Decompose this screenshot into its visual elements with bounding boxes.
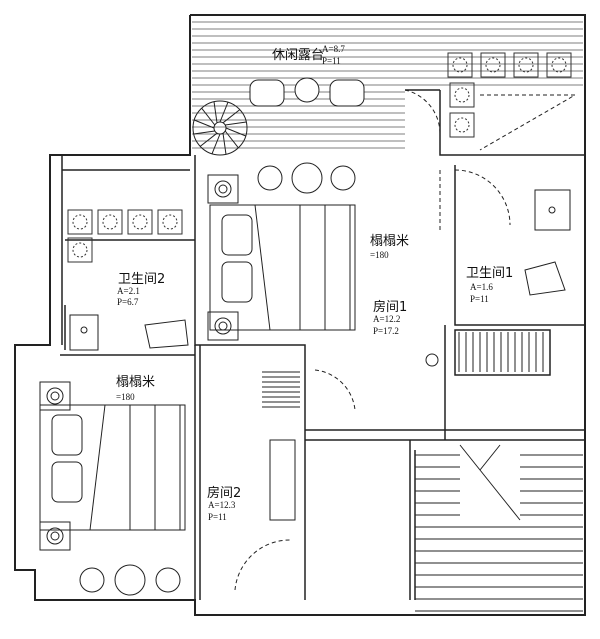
- terrace-label: 休闲露台: [272, 48, 325, 63]
- door-swings: [194, 89, 577, 600]
- planter-box: [480, 52, 506, 78]
- terrace-perimeter: P=11: [322, 56, 341, 66]
- bath1-label: 卫生间1: [466, 266, 514, 281]
- staircase: [415, 454, 583, 612]
- terrace-area: A=8.7: [322, 44, 345, 54]
- stair-arrow: [459, 444, 521, 521]
- bed-room1: [207, 162, 356, 341]
- plant-icon: [454, 87, 470, 103]
- room2-area: A=12.3: [208, 500, 236, 510]
- terrace-chairs: [249, 77, 365, 107]
- bath2-perimeter: P=6.7: [117, 297, 139, 307]
- tatami1-label: 榻榻米: [370, 234, 410, 249]
- bath-fixtures: [69, 189, 571, 521]
- planter-box: [97, 209, 123, 235]
- wardrobe-racks: [262, 332, 544, 408]
- planter-box: [447, 52, 473, 78]
- bath1-area: A=1.6: [470, 282, 493, 292]
- room1-label: 房间1: [373, 300, 408, 315]
- room1-perimeter: P=17.2: [373, 326, 399, 336]
- tatami2-label: 榻榻米: [116, 375, 156, 390]
- plant-icon: [452, 57, 468, 73]
- room2-label: 房间2: [207, 486, 242, 501]
- planter-box: [67, 237, 93, 263]
- bath2-label: 卫生间2: [118, 272, 166, 287]
- planter-box: [127, 209, 153, 235]
- planter-box: [513, 52, 539, 78]
- planters: [67, 52, 572, 263]
- outer-walls: [14, 14, 586, 616]
- plant-icon: [72, 214, 88, 230]
- room1-area: A=12.2: [373, 314, 401, 324]
- tatami2-size: =180: [116, 392, 135, 402]
- plant-icon: [454, 117, 470, 133]
- planter-box: [546, 52, 572, 78]
- interior-walls: [60, 89, 585, 600]
- plant-icon: [72, 242, 88, 258]
- plant-icon: [132, 214, 148, 230]
- bath2-area: A=2.1: [117, 286, 140, 296]
- plant-icon: [102, 214, 118, 230]
- plant-icon: [551, 57, 567, 73]
- plant-icon: [485, 57, 501, 73]
- planter-box: [157, 209, 183, 235]
- planter-box: [67, 209, 93, 235]
- bath1-perimeter: P=11: [470, 294, 489, 304]
- column-marker: [425, 353, 439, 367]
- spiral-staircase: [192, 100, 248, 156]
- planter-box: [449, 112, 475, 138]
- planter-box: [449, 82, 475, 108]
- tatami1-size: =180: [370, 250, 389, 260]
- plant-icon: [162, 214, 178, 230]
- room2-perimeter: P=11: [208, 512, 227, 522]
- bed-room2: [39, 381, 186, 596]
- plant-icon: [518, 57, 534, 73]
